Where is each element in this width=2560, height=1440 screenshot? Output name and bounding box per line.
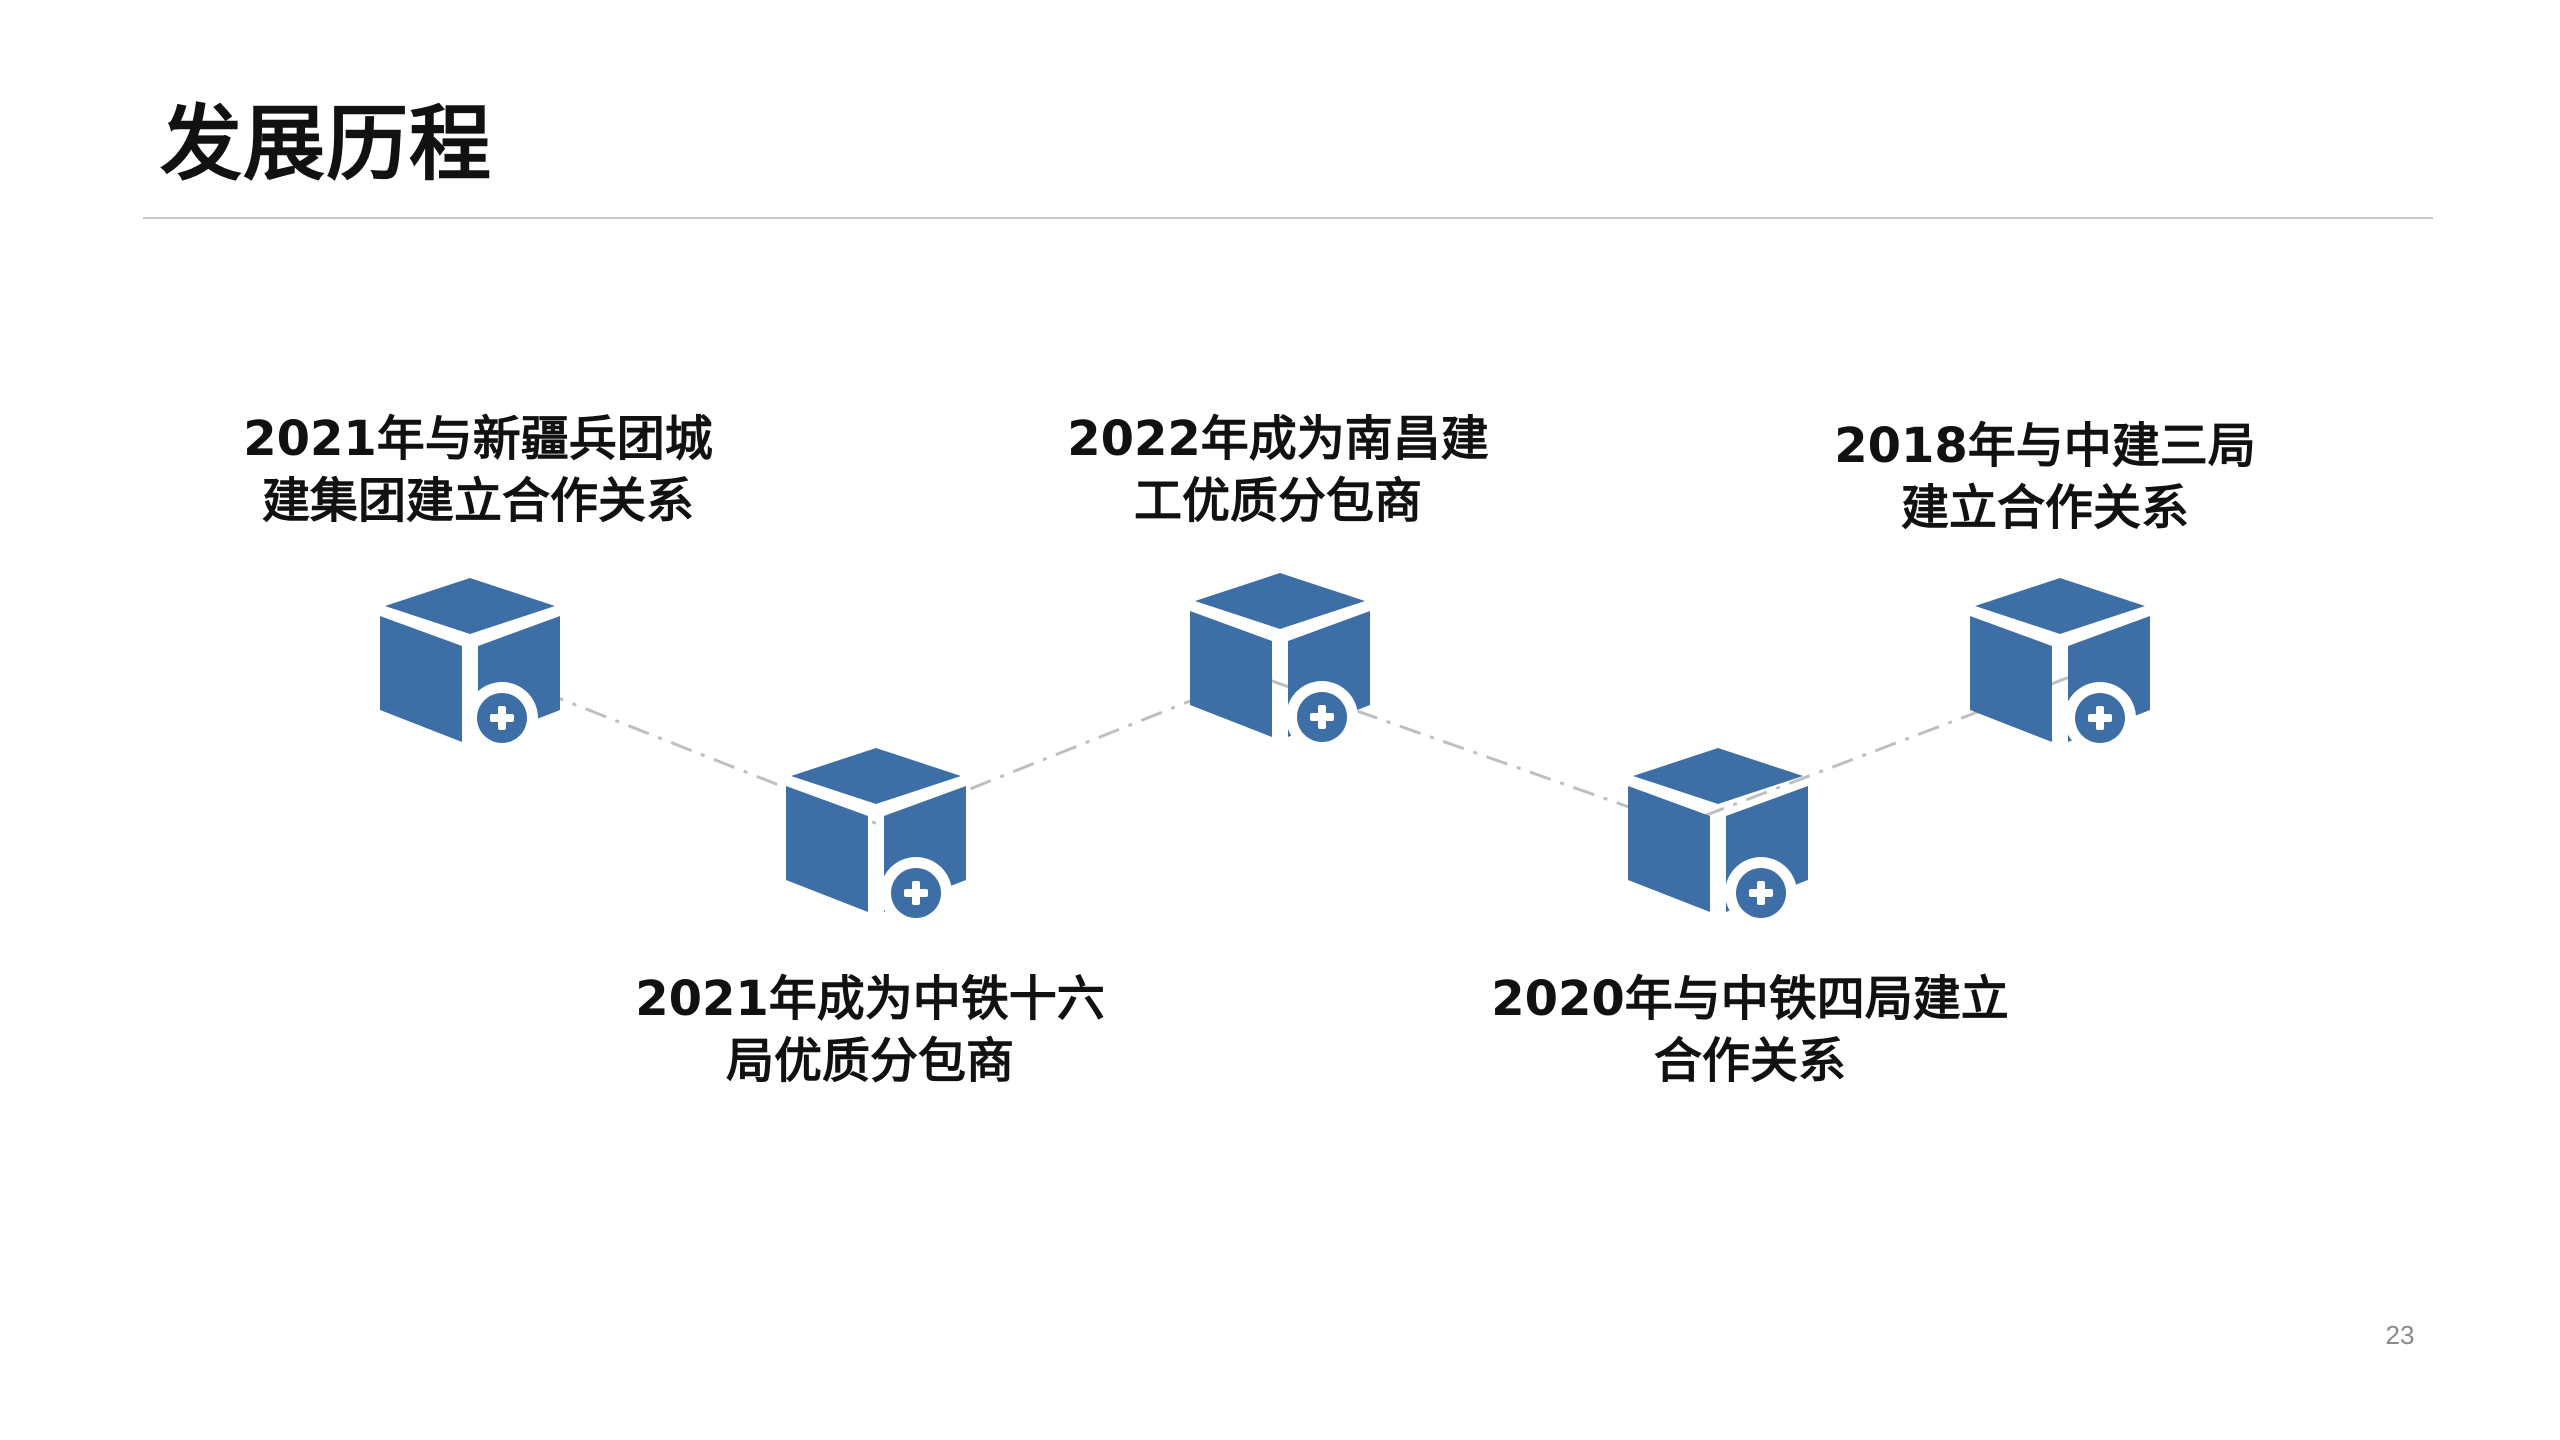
milestone-5-line-1: 2018年与中建三局	[1834, 418, 2256, 474]
milestone-3-caption: 2022年成为南昌建 工优质分包商	[998, 408, 1558, 532]
milestone-5-line-2: 建立合作关系	[1900, 480, 2189, 536]
milestone-5-caption: 2018年与中建三局 建立合作关系	[1765, 415, 2325, 539]
milestone-3-box-plus-icon	[1180, 565, 1380, 755]
title-divider	[143, 217, 2433, 219]
milestone-1-line-1: 2021年与新疆兵团城	[243, 411, 713, 467]
milestone-4-caption: 2020年与中铁四局建立 合作关系	[1470, 968, 2030, 1092]
milestone-1-line-2: 建集团建立合作关系	[261, 473, 694, 529]
milestone-2-line-1: 2021年成为中铁十六	[635, 971, 1105, 1027]
milestone-2-box-plus-icon	[776, 740, 976, 930]
page-number: 23	[2385, 1320, 2415, 1350]
milestone-2-caption: 2021年成为中铁十六 局优质分包商	[590, 968, 1150, 1092]
milestone-2-line-2: 局优质分包商	[725, 1033, 1014, 1089]
milestone-1-box-plus-icon	[370, 570, 570, 760]
milestone-4-line-1: 2020年与中铁四局建立	[1491, 971, 2009, 1027]
milestone-3-line-1: 2022年成为南昌建	[1067, 411, 1489, 467]
milestone-4-box-plus-icon	[1618, 740, 1818, 930]
milestone-4-line-2: 合作关系	[1653, 1033, 1846, 1089]
milestone-1-caption: 2021年与新疆兵团城 建集团建立合作关系	[198, 408, 758, 532]
milestone-3-line-2: 工优质分包商	[1133, 473, 1422, 529]
milestone-5-box-plus-icon	[1960, 570, 2160, 760]
page-title: 发展历程	[160, 97, 493, 192]
